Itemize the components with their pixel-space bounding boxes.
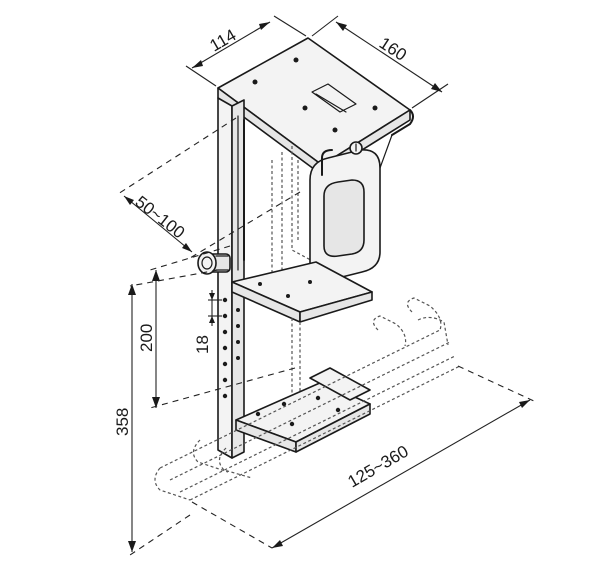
dim-160 xyxy=(311,15,449,109)
middle-shelf xyxy=(231,261,373,400)
side-clamp xyxy=(271,134,393,296)
dim-label-125-360: 125~360 xyxy=(345,442,412,492)
top-bracket xyxy=(217,37,414,176)
left-post xyxy=(217,97,245,459)
dim-125-360 xyxy=(191,365,537,549)
bottom-tray xyxy=(235,367,371,453)
dim-114 xyxy=(185,15,307,87)
dim-label-200: 200 xyxy=(137,324,156,352)
dim-358 xyxy=(128,269,219,556)
base-rails xyxy=(154,297,461,501)
dim-label-114: 114 xyxy=(207,25,240,55)
dim-label-160: 160 xyxy=(376,33,410,64)
post-holes xyxy=(222,297,240,399)
dim-label-50-100: 50~100 xyxy=(132,192,189,242)
adjust-knob xyxy=(197,251,231,275)
dim-label-358: 358 xyxy=(113,408,132,436)
dim-label-18: 18 xyxy=(193,335,212,354)
dim-18 xyxy=(208,290,222,326)
dim-50-100 xyxy=(117,117,301,259)
dim-200 xyxy=(149,245,296,409)
